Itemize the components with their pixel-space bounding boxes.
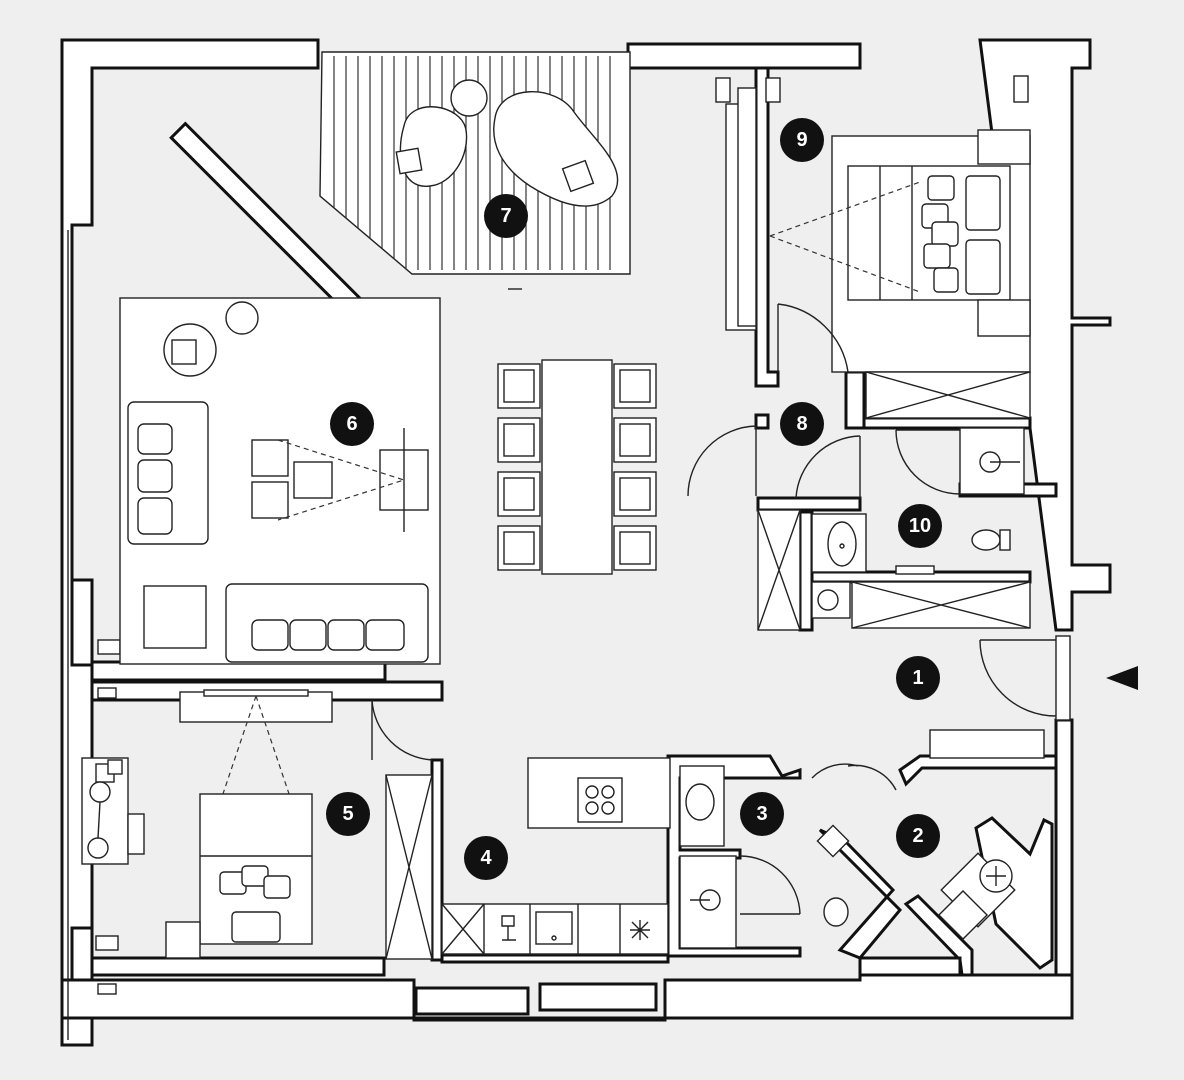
dining-chair (613, 363, 657, 409)
room-1-badge: 1 (896, 656, 940, 700)
room-9-label: 9 (796, 129, 807, 151)
room-10-badge-circle (898, 504, 942, 548)
dining-chair (497, 525, 541, 571)
dining-chair-seat (503, 423, 535, 457)
room-9-badge-circle (780, 118, 824, 162)
dining-chair-seat (619, 423, 651, 457)
kitchen-fixtures (385, 757, 671, 960)
room-5-badge-circle (326, 792, 370, 836)
living-room-furniture (119, 297, 441, 665)
laundry-2-fixtures (937, 852, 1016, 941)
room-3-label: 3 (756, 803, 767, 825)
dining-chair (497, 471, 541, 517)
room-2-badge: 2 (896, 814, 940, 858)
room-6-badge: 6 (330, 402, 374, 446)
room-1-label: 1 (912, 667, 923, 689)
dining-chair (497, 417, 541, 463)
room-5-label: 5 (342, 803, 353, 825)
room-3-badge-circle (740, 792, 784, 836)
bedroom-5-furniture (81, 689, 333, 959)
room-4-badge-circle (464, 836, 508, 880)
dining-chair-seat (503, 477, 535, 511)
room-7-label: 7 (500, 205, 511, 227)
room-1-badge-circle (896, 656, 940, 700)
dining-chair (613, 525, 657, 571)
window-marks (67, 75, 1029, 1040)
balcony-deck (319, 51, 631, 290)
dining-chair-seat (619, 369, 651, 403)
dining-chair (613, 417, 657, 463)
room-4-label: 4 (480, 847, 492, 869)
room-10-badge: 10 (898, 504, 942, 548)
dining-chair (613, 471, 657, 517)
dining-chair (497, 363, 541, 409)
dining-table (497, 359, 657, 575)
bedroom-furniture (725, 87, 1031, 419)
room-9-badge: 9 (780, 118, 824, 162)
bathroom-3-fixtures (679, 765, 850, 949)
dining-chair-seat (503, 531, 535, 565)
room-2-badge-circle (896, 814, 940, 858)
room-6-badge-circle (330, 402, 374, 446)
room-4-badge: 4 (464, 836, 508, 880)
dining-chair-seat (503, 369, 535, 403)
room-6-label: 6 (346, 413, 357, 435)
dining-chair-seat (619, 531, 651, 565)
room-3-badge: 3 (740, 792, 784, 836)
doors (371, 303, 1071, 915)
room-5-badge: 5 (326, 792, 370, 836)
bathroom-10-fixtures (757, 427, 1045, 759)
room-8-label: 8 (796, 413, 807, 435)
room-8-badge-circle (780, 402, 824, 446)
room-7-badge-circle (484, 194, 528, 238)
room-2-label: 2 (912, 825, 923, 847)
dining-chair-seat (619, 477, 651, 511)
room-8-badge: 8 (780, 402, 824, 446)
room-7-badge: 7 (484, 194, 528, 238)
arrow-left-icon (1106, 666, 1138, 690)
room-10-label: 10 (909, 515, 931, 537)
